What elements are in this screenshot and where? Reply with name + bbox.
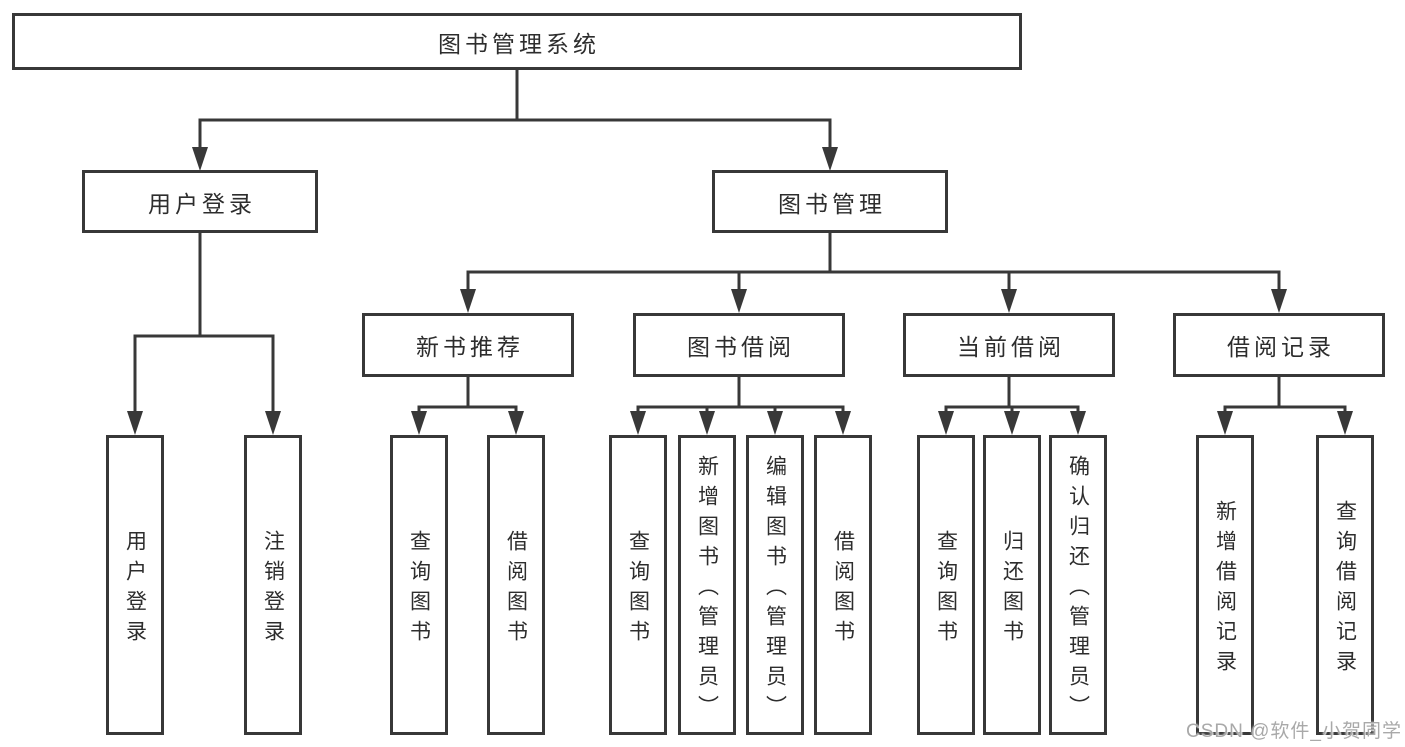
leaf-borrow-query-label: 查询图书	[626, 529, 650, 650]
node-current-borrow-label: 当前借阅	[957, 334, 1065, 360]
node-current-borrow: 当前借阅	[903, 313, 1115, 377]
node-book-management: 图书管理	[712, 170, 948, 233]
node-user-login: 用户登录	[82, 170, 318, 233]
node-book-borrow: 图书借阅	[633, 313, 845, 377]
leaf-borrow-book: 借阅图书	[814, 435, 872, 735]
node-borrow-records-label: 借阅记录	[1227, 334, 1335, 360]
node-user-login-label: 用户登录	[148, 190, 256, 217]
leaf-current-return-label: 归还图书	[1000, 529, 1024, 650]
leaf-borrow-book-label: 借阅图书	[831, 529, 855, 650]
node-borrow-records: 借阅记录	[1173, 313, 1385, 377]
leaf-records-query-label: 查询借阅记录	[1333, 499, 1357, 680]
csdn-watermark: CSDN @软件_小贺同学	[1186, 721, 1402, 742]
leaf-borrow-query: 查询图书	[609, 435, 667, 735]
leaf-borrow-add-admin-label: 新增图书（管理员）	[695, 454, 719, 725]
node-book-management-label: 图书管理	[778, 190, 886, 217]
leaf-newbooks-query-label: 查询图书	[407, 529, 431, 650]
leaf-logout: 注销登录	[244, 435, 302, 735]
leaf-records-add-label: 新增借阅记录	[1213, 499, 1237, 680]
node-root: 图书管理系统	[12, 13, 1022, 70]
leaf-newbooks-borrow-label: 借阅图书	[504, 529, 528, 650]
node-new-book-recommend: 新书推荐	[362, 313, 574, 377]
node-book-borrow-label: 图书借阅	[687, 334, 795, 360]
leaf-borrow-add-admin: 新增图书（管理员）	[678, 435, 736, 735]
leaf-borrow-edit-admin-label: 编辑图书（管理员）	[763, 454, 787, 725]
leaf-current-query-label: 查询图书	[934, 529, 958, 650]
node-root-label: 图书管理系统	[438, 30, 600, 57]
leaf-current-return: 归还图书	[983, 435, 1041, 735]
leaf-records-query: 查询借阅记录	[1316, 435, 1374, 735]
leaf-current-query: 查询图书	[917, 435, 975, 735]
leaf-current-confirm-return-admin-label: 确认归还（管理员）	[1066, 454, 1090, 725]
node-new-book-recommend-label: 新书推荐	[416, 334, 524, 360]
leaf-records-add: 新增借阅记录	[1196, 435, 1254, 735]
leaf-user-login-label: 用户登录	[123, 529, 147, 650]
leaf-newbooks-borrow: 借阅图书	[487, 435, 545, 735]
leaf-borrow-edit-admin: 编辑图书（管理员）	[746, 435, 804, 735]
leaf-logout-label: 注销登录	[261, 529, 285, 650]
leaf-current-confirm-return-admin: 确认归还（管理员）	[1049, 435, 1107, 735]
leaf-user-login: 用户登录	[106, 435, 164, 735]
leaf-newbooks-query: 查询图书	[390, 435, 448, 735]
